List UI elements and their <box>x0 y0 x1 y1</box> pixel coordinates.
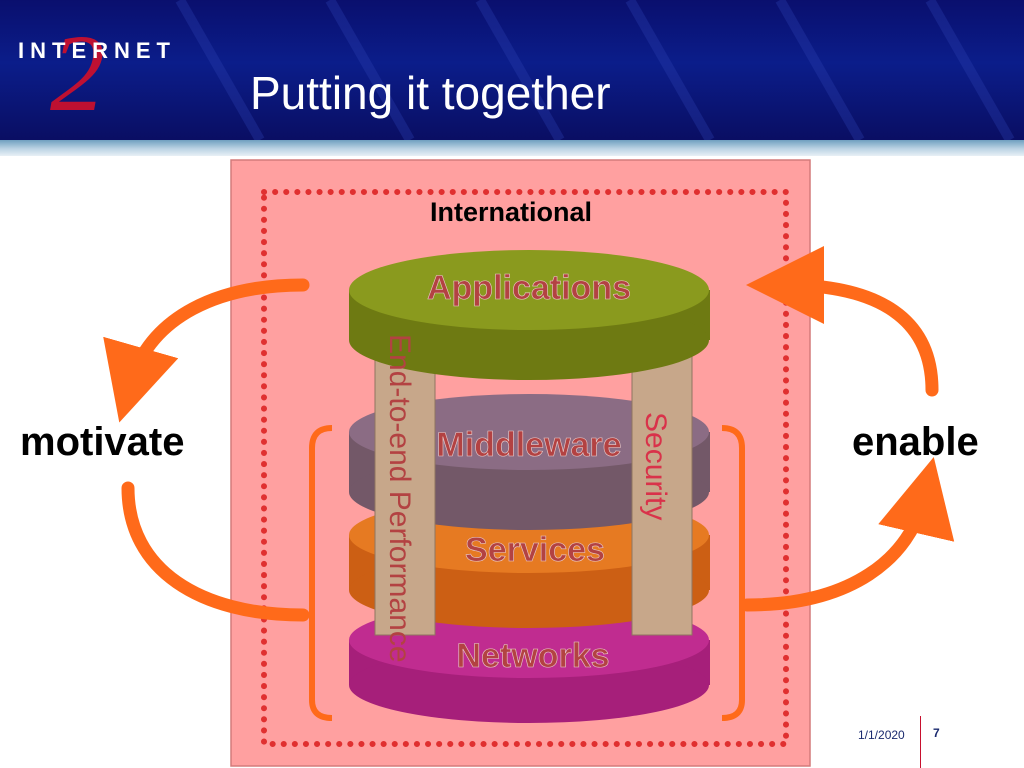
dotted-border <box>261 189 789 747</box>
enable-arrow-lower <box>740 457 955 612</box>
layer-label-services: Services <box>465 531 605 569</box>
layer-label-middleware: Middleware <box>436 426 621 464</box>
pillar-right-label: Security <box>639 412 672 520</box>
footer-divider <box>920 716 921 768</box>
layer-label-networks: Networks <box>456 637 609 675</box>
motivate-arrow-lower <box>121 481 310 622</box>
left-bracket <box>309 425 333 721</box>
banner-texture <box>175 0 1015 140</box>
header-banner: 2 INTERNET Putting it together <box>0 0 1024 140</box>
page-title: Putting it together <box>250 67 611 119</box>
pillar-left <box>374 332 436 636</box>
motivate-label: motivate <box>20 420 185 464</box>
layer-applications <box>349 250 710 380</box>
page-number: 7 <box>933 726 940 740</box>
right-bracket <box>721 425 745 721</box>
motivate-arrow-upper <box>103 278 310 423</box>
banner-stripe <box>0 140 1024 156</box>
international-label: International <box>430 197 592 227</box>
enable-arrow-upper <box>746 246 939 397</box>
svg-text:2: 2 <box>50 12 105 134</box>
footer-date: 1/1/2020 <box>858 728 905 742</box>
logo-text: INTERNET <box>18 38 176 63</box>
pillar-left-label: End-to-end Performance <box>383 334 416 663</box>
layer-label-applications: Applications <box>427 269 631 307</box>
internet2-logo-icon: 2 <box>50 12 105 134</box>
enable-label: enable <box>852 420 979 464</box>
